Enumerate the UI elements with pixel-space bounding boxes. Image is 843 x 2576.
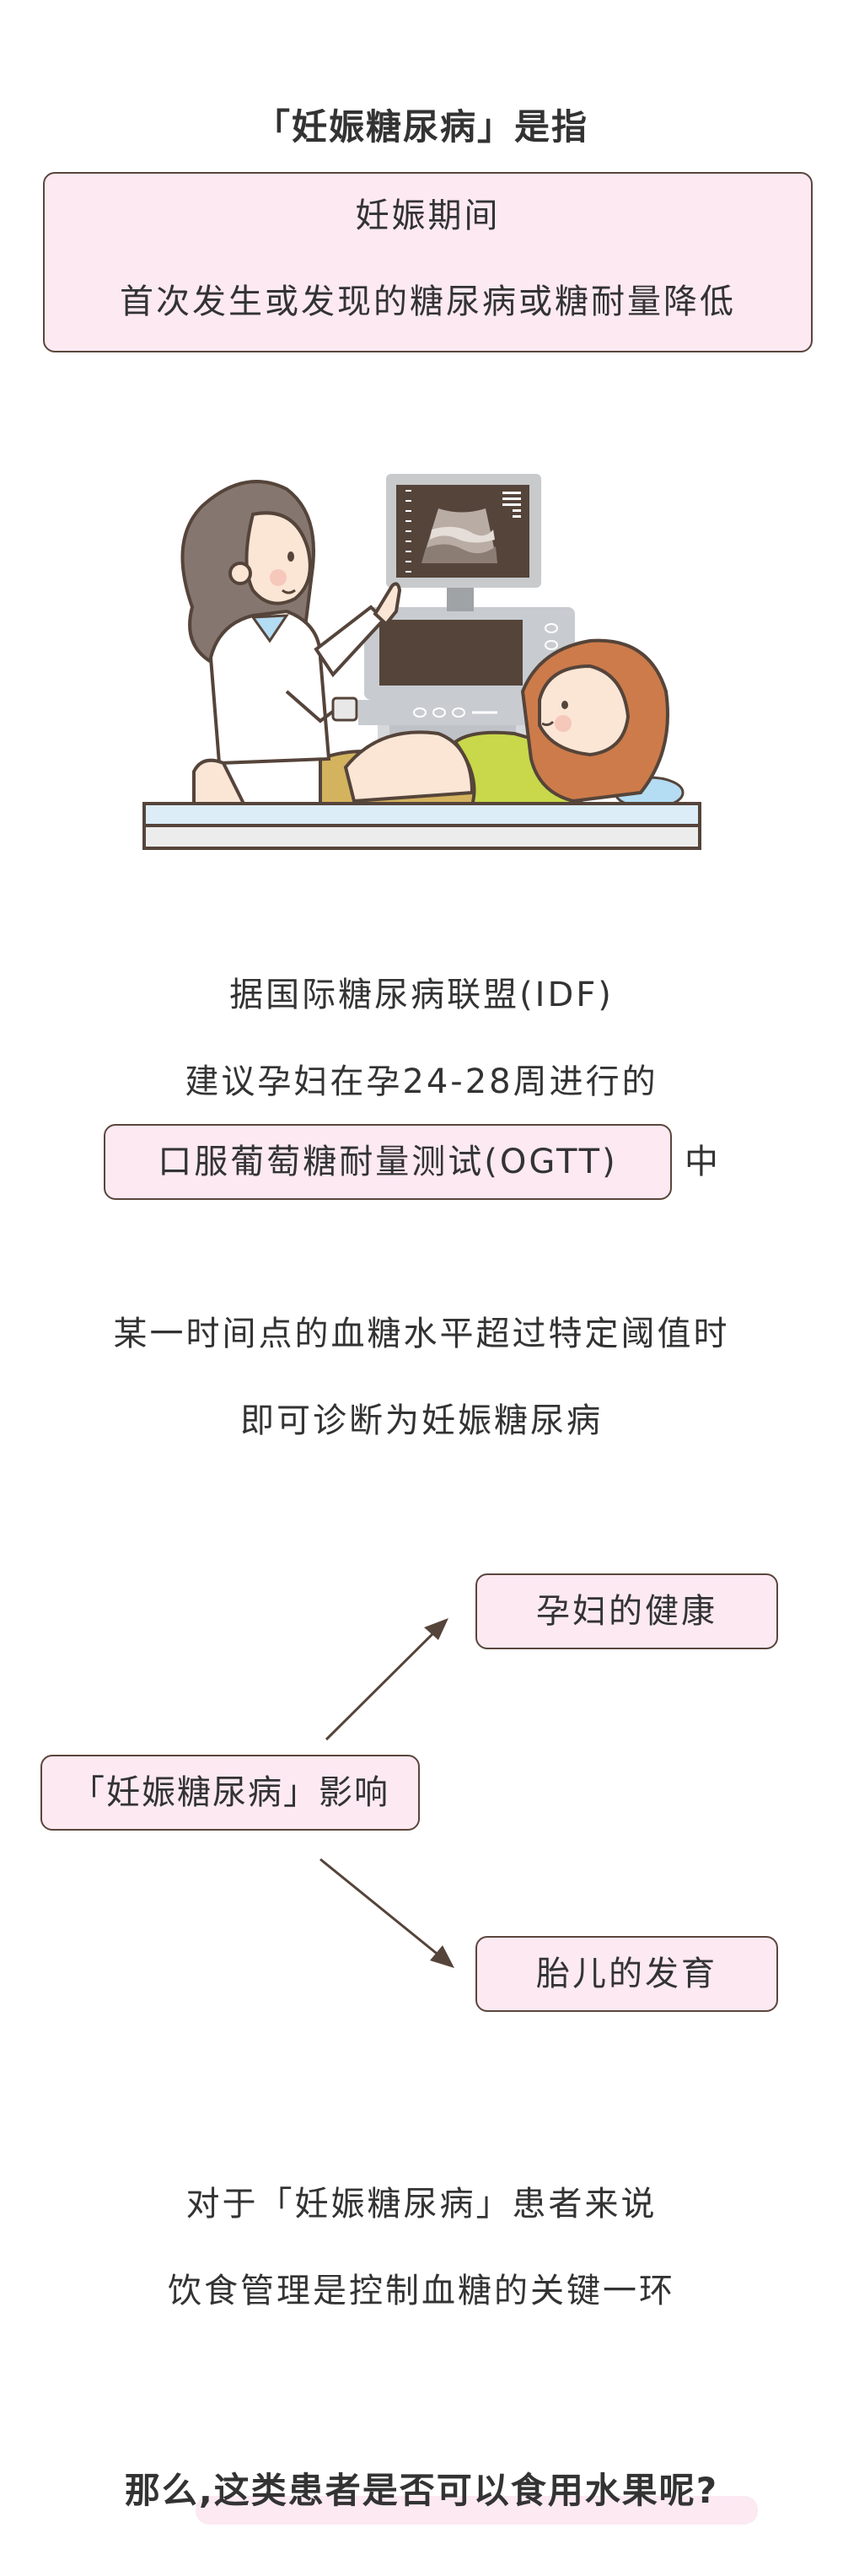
arrow-up-right-icon	[325, 1618, 448, 1741]
ogtt-label: 口服葡萄糖耐量测试(OGTT)	[158, 1143, 618, 1181]
impact-source-label: 「妊娠糖尿病」影响	[71, 1773, 389, 1812]
definition-line-2: 首次发生或发现的糖尿病或糖耐量降低	[120, 282, 736, 321]
doctor-icon	[180, 480, 402, 807]
diet-line-2: 饮食管理是控制血糖的关键一环	[168, 2272, 675, 2310]
diagnosis-line-2: 即可诊断为妊娠糖尿病	[240, 1401, 603, 1440]
ultrasound-monitor-icon	[386, 474, 541, 611]
impact-target-label: 胎儿的发育	[536, 1955, 717, 1993]
diagnosis-line-1: 某一时间点的血糖水平超过特定阈值时	[113, 1315, 730, 1353]
ogtt-suffix: 中	[685, 1143, 718, 1181]
definition-line-1: 妊娠期间	[355, 196, 501, 235]
examination-bed-icon	[142, 802, 701, 850]
idf-line-1: 据国际糖尿病联盟(IDF)	[229, 976, 614, 1014]
arrow-down-right-icon	[319, 1858, 454, 1968]
impact-target-maternal-health: 孕妇的健康	[475, 1573, 778, 1649]
impact-target-label: 孕妇的健康	[536, 1592, 717, 1631]
question-highlight	[196, 2496, 758, 2525]
question-line: 那么,这类患者是否可以食用水果呢?	[0, 2470, 843, 2512]
definition-title: 「妊娠糖尿病」是指	[254, 106, 588, 148]
diet-line-1: 对于「妊娠糖尿病」患者来说	[185, 2185, 658, 2224]
idf-line-2: 建议孕妇在孕24-28周进行的	[185, 1062, 658, 1101]
question-highlighted-text: 这类患者是否可以食用水果呢?	[213, 2470, 719, 2511]
impact-source-box: 「妊娠糖尿病」影响	[40, 1755, 420, 1831]
impact-target-fetal-development: 胎儿的发育	[475, 1936, 778, 2012]
question-prefix: 那么,	[124, 2470, 214, 2511]
definition-box: 妊娠期间 首次发生或发现的糖尿病或糖耐量降低	[43, 172, 813, 352]
ogtt-box: 口服葡萄糖耐量测试(OGTT)	[104, 1124, 672, 1200]
ultrasound-illustration	[142, 474, 701, 850]
pregnant-patient-icon	[319, 638, 685, 809]
